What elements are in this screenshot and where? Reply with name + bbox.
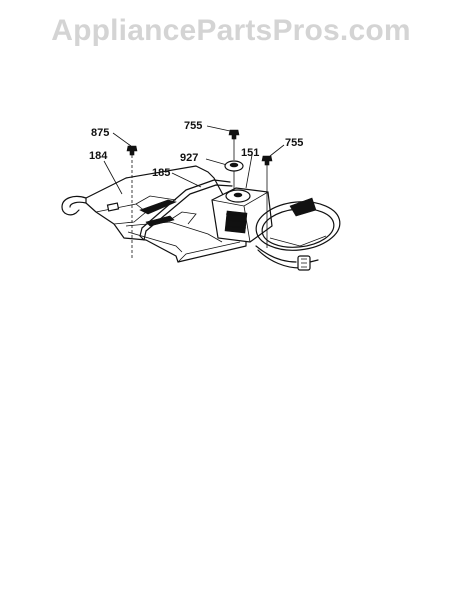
leader-lines xyxy=(103,125,285,195)
leader-927 xyxy=(205,158,228,166)
turntable-dish xyxy=(255,197,341,251)
callout-875: 875 xyxy=(91,127,109,139)
leader-755a xyxy=(206,125,231,132)
screw-875-icon xyxy=(126,145,138,258)
leader-151 xyxy=(245,154,253,189)
leader-875 xyxy=(112,132,132,147)
callout-927: 927 xyxy=(180,152,198,164)
leader-184 xyxy=(103,160,123,195)
screw-755-right-icon xyxy=(261,155,273,248)
leader-755b xyxy=(269,144,285,157)
bracket-plate xyxy=(61,165,247,263)
leader-185 xyxy=(171,172,202,188)
motor-assembly xyxy=(211,187,273,243)
shaft-rod xyxy=(139,179,233,241)
wire-harness xyxy=(255,245,319,271)
callout-184: 184 xyxy=(89,150,108,162)
callout-labels: 875 184 185 755 927 151 755 xyxy=(89,120,303,179)
callout-755-top: 755 xyxy=(184,120,202,132)
callout-151: 151 xyxy=(241,147,259,159)
callout-185: 185 xyxy=(152,167,170,179)
callout-755-right: 755 xyxy=(285,137,303,149)
watermark-text: AppliancePartsPros.com xyxy=(51,14,411,47)
washer-927-icon xyxy=(224,160,244,190)
screw-755-top-icon xyxy=(228,129,240,160)
